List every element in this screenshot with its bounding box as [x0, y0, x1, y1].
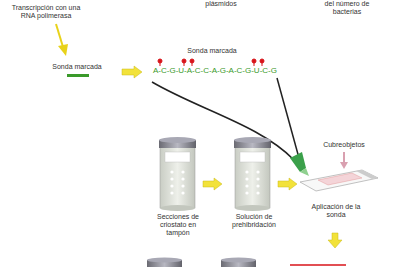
step-label: del número de bacterias: [318, 0, 376, 16]
probe-sequence: A-C-G-U-A-C-C-A-G-A-C-G-U-C-G: [153, 66, 277, 75]
slide: [300, 170, 378, 191]
probe-bar: [67, 74, 89, 77]
jar: [234, 137, 271, 211]
step-label: Solución de prehibridación: [224, 213, 284, 229]
flow-arrow: [328, 233, 342, 248]
label-pin: [158, 59, 264, 66]
step-label: plásmidos: [196, 0, 246, 8]
pipette: [290, 152, 309, 176]
flow-arrow: [278, 178, 297, 190]
red-line: [290, 264, 346, 266]
step-label: Transcripción con una RNA polimerasa: [4, 4, 88, 20]
probe-label: Sonda marcada: [184, 47, 240, 55]
step-label: Secciones de criostato en tampón: [148, 213, 208, 237]
flow-arrow: [56, 24, 68, 56]
step-label: Cubreobjetos: [318, 141, 370, 149]
flow-arrow: [122, 66, 142, 78]
step-label: Aplicación de la sonda: [306, 203, 366, 219]
flow-arrow: [203, 178, 222, 190]
flow-arrow: [340, 152, 348, 169]
probe-label: Sonda marcada: [50, 63, 104, 71]
jar: [159, 137, 196, 211]
leader-line: [277, 78, 299, 158]
jar: [147, 258, 256, 267]
